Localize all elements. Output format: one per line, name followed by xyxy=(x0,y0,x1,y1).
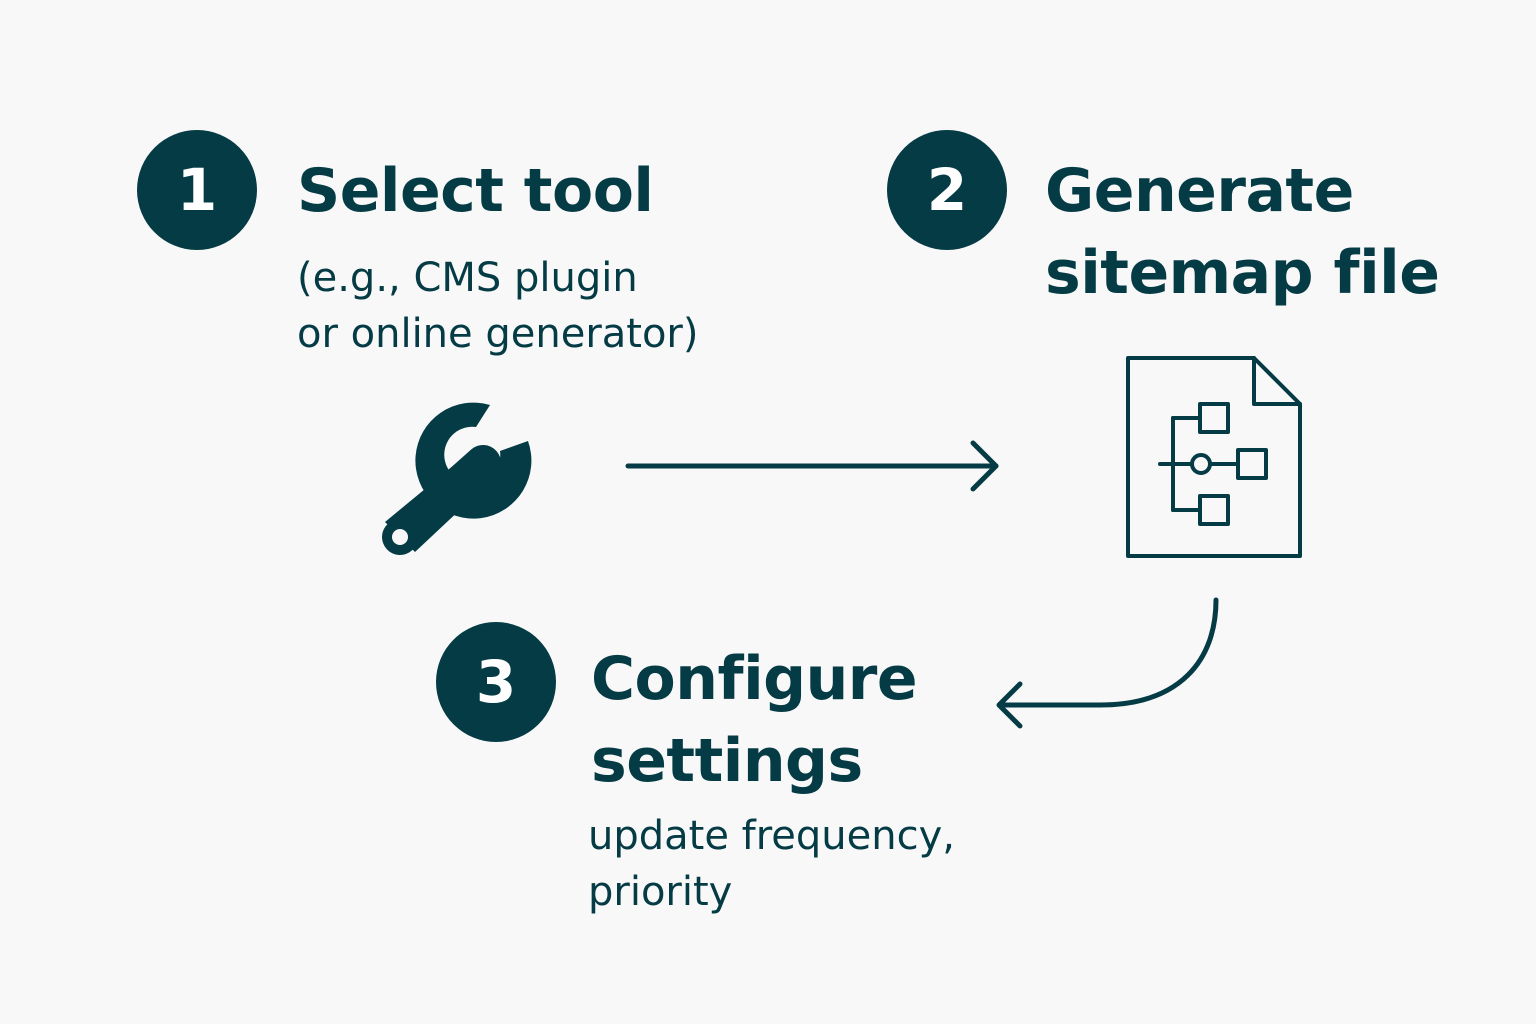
step-3-description: update frequency, priority xyxy=(588,813,955,915)
step-2-badge: 2 xyxy=(887,130,1007,250)
file-fold xyxy=(1252,356,1302,406)
step-3-badge: 3 xyxy=(436,622,556,742)
step-1-description: (e.g., CMS plugin or online generator) xyxy=(297,255,699,357)
step-3-number: 3 xyxy=(475,648,517,716)
wrench-hole xyxy=(392,529,408,545)
file-outline xyxy=(1126,356,1302,558)
tree-node-bottom xyxy=(1198,494,1230,526)
step-2-title: Generate sitemap file xyxy=(1045,156,1440,308)
tree-node-center xyxy=(1190,453,1212,475)
arrow-right-icon xyxy=(625,440,999,492)
arrow-right-head xyxy=(970,440,999,492)
step-1-badge: 1 xyxy=(137,130,257,250)
step-3-title: Configure settings xyxy=(591,644,918,796)
curved-arrow-shaft xyxy=(999,597,1219,708)
wrench-handle-joint xyxy=(385,451,496,552)
wrench-icon xyxy=(382,402,532,555)
tree-node-right xyxy=(1236,448,1268,480)
sitemap-file-icon xyxy=(1126,356,1302,558)
curved-arrow-left-icon xyxy=(996,597,1219,729)
step-1-title: Select tool xyxy=(297,156,654,226)
tree-node-top xyxy=(1198,402,1230,434)
curved-arrow-head xyxy=(996,681,1023,729)
wrench-head xyxy=(415,402,532,519)
wrench-handle xyxy=(382,445,501,555)
step-1-number: 1 xyxy=(176,156,218,224)
step-2-number: 2 xyxy=(926,156,968,224)
